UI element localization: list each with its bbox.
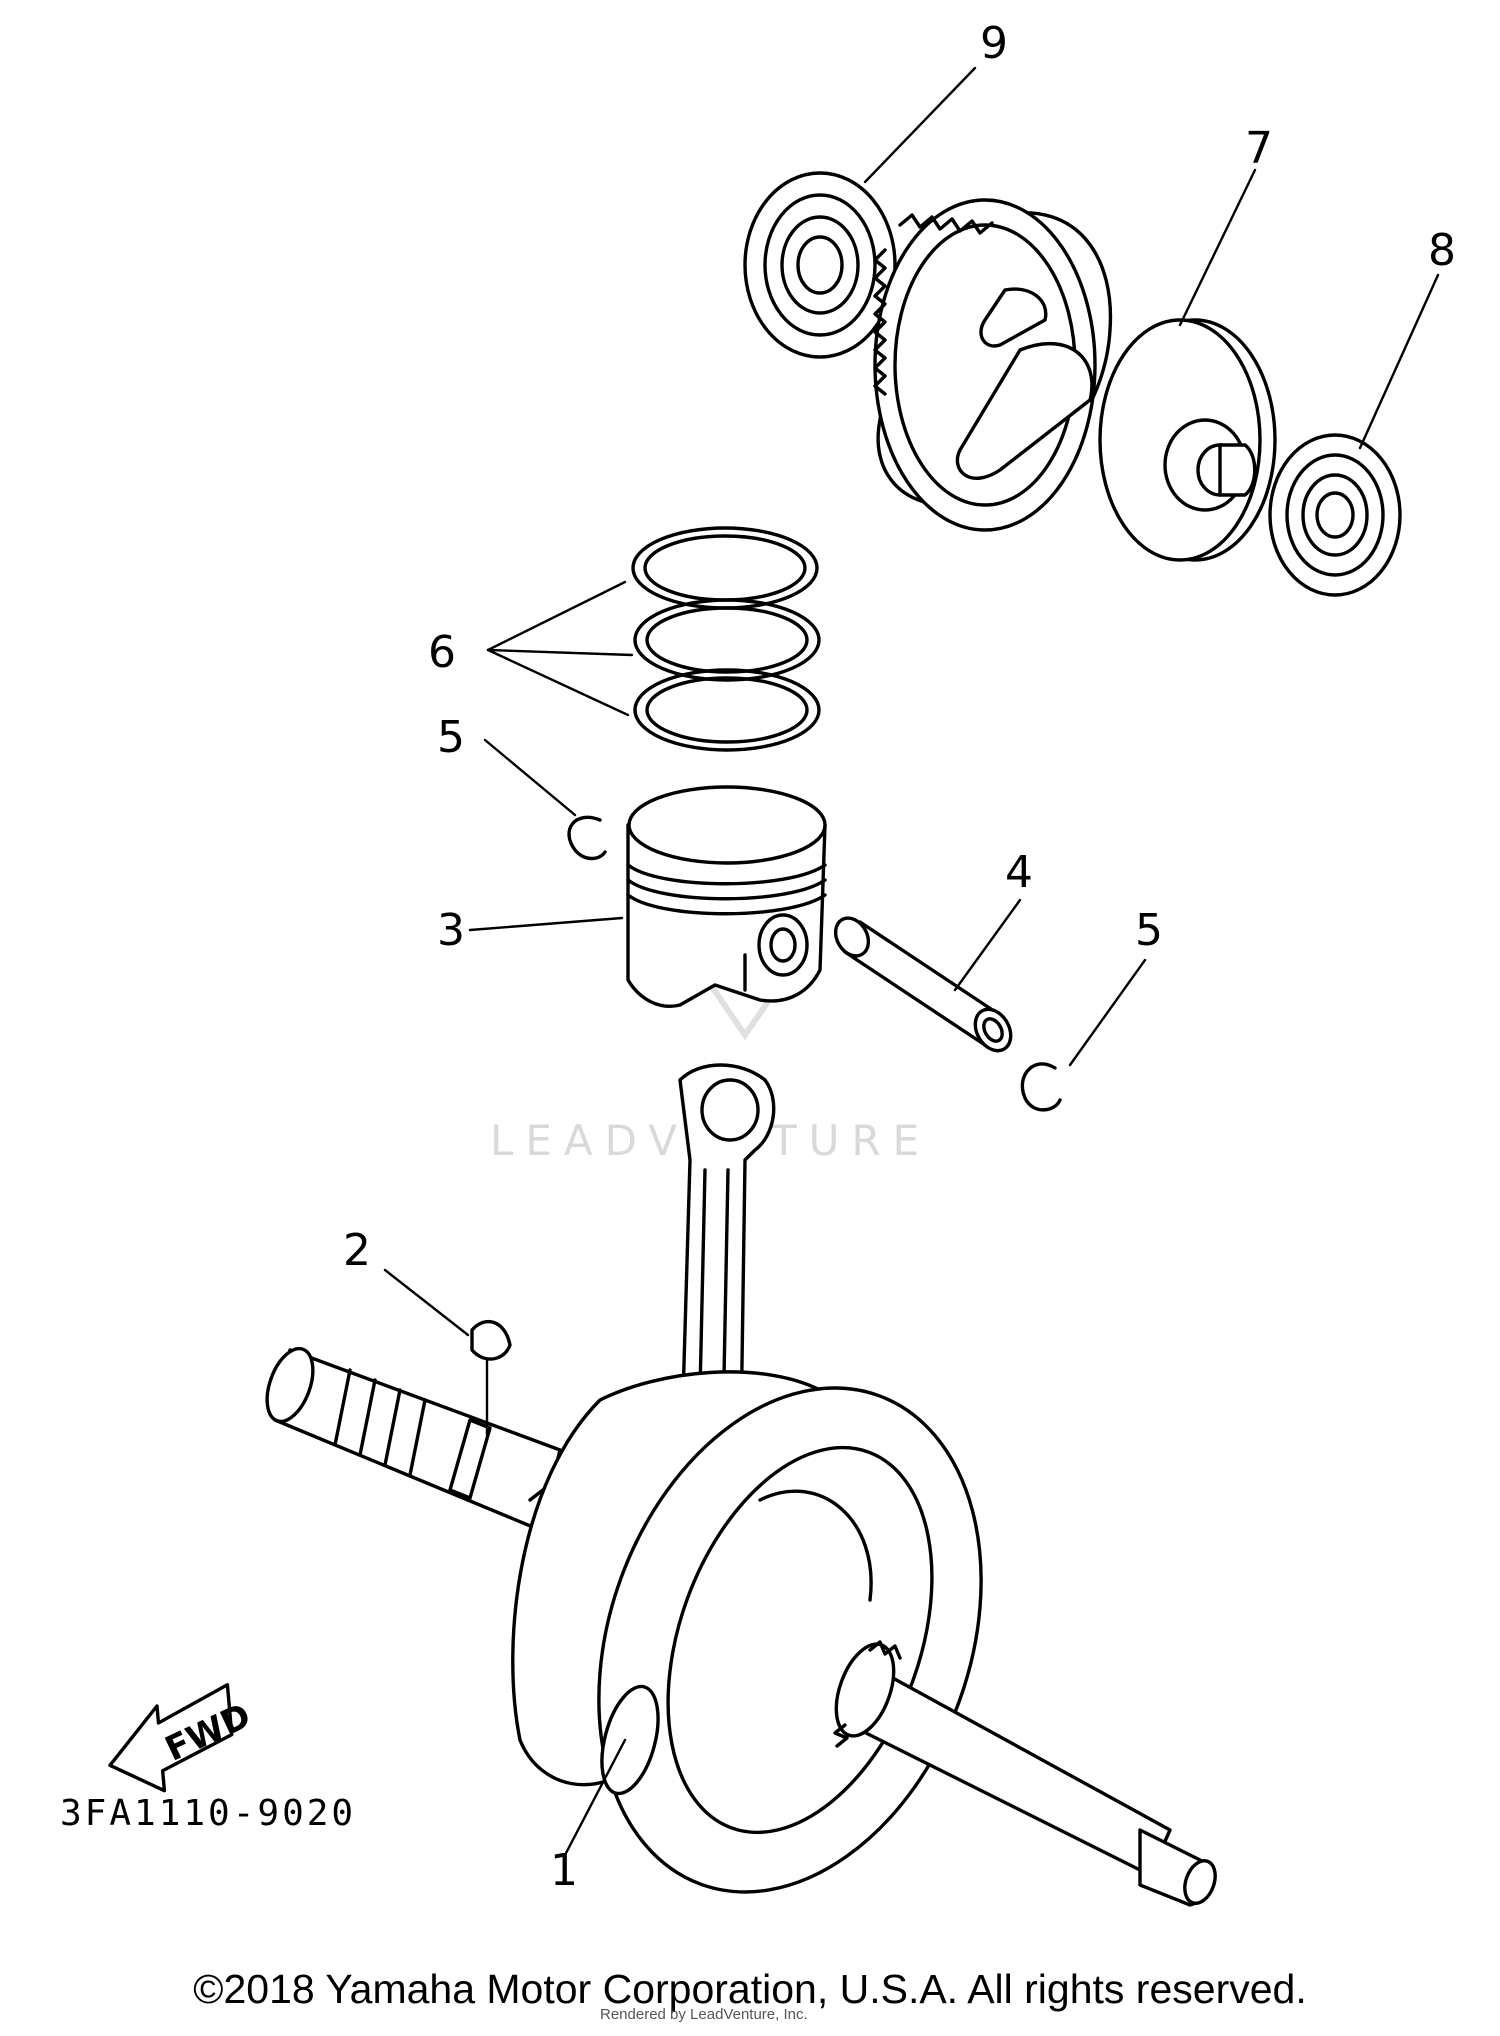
- circlip-part-5-left: [567, 815, 607, 861]
- leader-lines: [383, 66, 1440, 1857]
- part-code: 3FA1110-9020: [60, 1793, 356, 1834]
- crankshaft-part-1: [265, 1063, 1217, 1907]
- fwd-arrow: FWD: [108, 1683, 257, 1793]
- callout-5-left: 5: [437, 712, 465, 763]
- piston-part-3: [626, 785, 827, 1008]
- callout-2: 2: [343, 1225, 371, 1276]
- copyright-notice: ©2018 Yamaha Motor Corporation, U.S.A. A…: [193, 1966, 1307, 2012]
- balancer-shaft-part-7: [873, 198, 1277, 562]
- bearing-part-8: [1268, 433, 1402, 597]
- woodruff-key-part-2: [470, 1319, 512, 1361]
- callout-7: 7: [1245, 123, 1273, 174]
- callout-9: 9: [980, 18, 1008, 69]
- circlip-part-5-right: [1020, 1062, 1062, 1112]
- callout-1: 1: [550, 1845, 578, 1896]
- rendered-by-notice: Rendered by LeadVenture, Inc.: [600, 2006, 808, 2023]
- piston-rings-part-6: [631, 526, 821, 752]
- bearing-part-9: [743, 171, 897, 359]
- callout-8: 8: [1428, 225, 1456, 276]
- callout-6: 6: [428, 627, 456, 678]
- callout-4: 4: [1005, 847, 1033, 898]
- callout-3: 3: [437, 905, 465, 956]
- piston-pin-part-4: [833, 916, 1013, 1053]
- callout-labels: 9 7 8 6 5 3 4 5 2 1: [343, 18, 1456, 1896]
- callout-5-right: 5: [1135, 905, 1163, 956]
